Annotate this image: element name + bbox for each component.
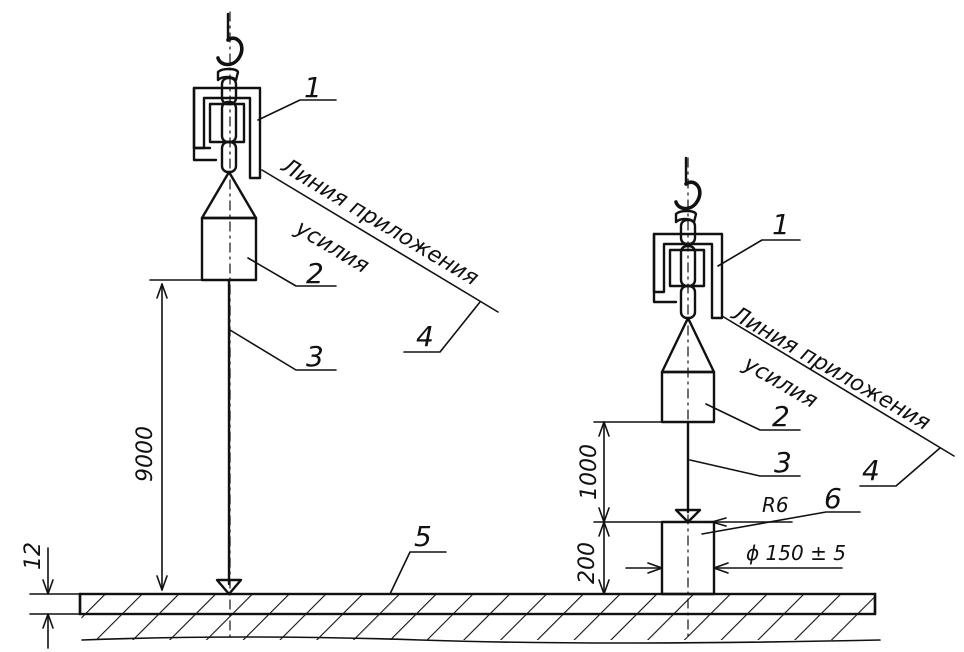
left-dynamometer xyxy=(192,86,262,180)
dimension-9000: 9000 xyxy=(133,426,158,482)
floor-callout: 5 xyxy=(389,520,447,595)
callout-4-left: 4 xyxy=(416,320,434,353)
callout-4-right: 4 xyxy=(862,454,880,487)
callout-1-left: 1 xyxy=(304,71,322,104)
floor-ground xyxy=(80,614,875,640)
callout-2-left: 2 xyxy=(306,257,324,290)
callout-3-left: 3 xyxy=(306,340,324,373)
dimension-200: 200 xyxy=(575,542,600,584)
left-assembly xyxy=(192,11,262,641)
right-impact-point-icon xyxy=(674,508,702,524)
left-callouts: 1 2 3 4 Линия приложения усилия xyxy=(229,71,499,373)
callout-3-right: 3 xyxy=(774,446,792,479)
callout-6: 6 xyxy=(824,482,842,515)
right-assembly xyxy=(652,156,724,637)
dimension-1000: 1000 xyxy=(577,444,602,500)
right-callouts: 1 2 3 4 Линия приложения усилия 6 R6 xyxy=(689,208,955,535)
right-dynamometer xyxy=(652,232,724,320)
right-cylinder xyxy=(660,520,716,596)
dimension-12: 12 xyxy=(21,542,46,570)
callout-1-right: 1 xyxy=(772,208,790,241)
left-weight xyxy=(200,170,258,282)
dimension-diameter: ϕ 150 ± 5 xyxy=(746,541,846,565)
floor-base xyxy=(78,592,881,644)
dimension-r6: R6 xyxy=(762,493,789,517)
floor-break-line xyxy=(81,636,881,644)
callout-2-right: 2 xyxy=(772,400,790,433)
floor-top-layer xyxy=(78,592,877,616)
right-hook-icon xyxy=(674,156,702,224)
callout-5: 5 xyxy=(414,520,432,553)
left-impact-point-icon xyxy=(215,578,243,596)
right-dimensions: 1000 200 ϕ 150 ± 5 xyxy=(575,421,846,595)
left-dimensions: 9000 12 xyxy=(21,279,205,649)
